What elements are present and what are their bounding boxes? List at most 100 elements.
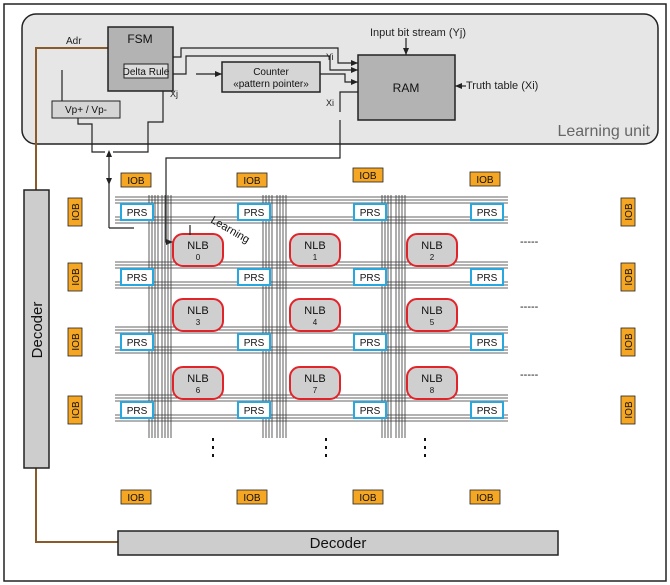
iob-block: IOB (67, 262, 83, 292)
array-feed-arrows (106, 150, 112, 185)
array-feed-wires (108, 155, 134, 229)
prs-switch: PRS (470, 333, 504, 351)
vp-block (51, 100, 121, 119)
iob-label: IOB (359, 493, 377, 504)
prs-switch: PRS (353, 268, 387, 286)
prs-label: PRS (244, 208, 265, 219)
prs-switch: PRS (353, 333, 387, 351)
prs-label: PRS (360, 208, 381, 219)
iob-block: IOB (620, 327, 636, 357)
nlb-label: NLB (421, 373, 442, 385)
hdots-label: ----- (520, 236, 539, 248)
continuation-dots: --------------- (212, 236, 539, 457)
iob-block: IOB (352, 489, 384, 505)
delta-rule-label: Delta Rule (123, 67, 170, 78)
decoder-horizontal (117, 530, 559, 556)
decoder-link-wire (35, 468, 118, 543)
iob-layer: IOB IOB IOB IOB IOB IOB IOB IOB IOB IOB IOB IOB IOB I… (67, 167, 636, 505)
decoder-horizontal-label: Decoder (310, 535, 367, 552)
nlb-index: 6 (196, 386, 201, 395)
prs-switch: PRS (470, 401, 504, 419)
prs-switch: PRS (470, 203, 504, 221)
iob-block: IOB (469, 489, 501, 505)
iob-label: IOB (71, 401, 82, 419)
iob-label: IOB (624, 401, 635, 419)
prs-switch: PRS (120, 203, 154, 221)
adr-wire (35, 47, 108, 190)
nlb-label: NLB (187, 305, 208, 317)
prs-switch: PRS (120, 401, 154, 419)
iob-block: IOB (120, 172, 152, 188)
iob-block: IOB (352, 167, 384, 183)
nlb-label: NLB (187, 240, 208, 252)
nlb-index: 2 (430, 253, 435, 262)
counter-sublabel: «pattern pointer» (233, 79, 309, 90)
nlb-index: 8 (430, 386, 435, 395)
iob-block: IOB (236, 489, 268, 505)
nlb-index: 1 (313, 253, 318, 262)
iob-label: IOB (71, 268, 82, 286)
nlb-index: 7 (313, 386, 318, 395)
iob-label: IOB (476, 175, 494, 186)
prs-switch: PRS (353, 203, 387, 221)
iob-label: IOB (71, 203, 82, 221)
xj-label: Xj (170, 89, 178, 99)
prs-label: PRS (127, 273, 148, 284)
iob-label: IOB (71, 333, 82, 351)
iob-label: IOB (243, 176, 261, 187)
ram-label: RAM (393, 81, 420, 95)
iob-block: IOB (620, 395, 636, 425)
prs-label: PRS (127, 338, 148, 349)
decoder-vertical (23, 189, 50, 469)
nlb-label: NLB (304, 240, 325, 252)
prs-label: PRS (360, 406, 381, 417)
nlb-label: NLB (187, 373, 208, 385)
nlb-index: 3 (196, 318, 201, 327)
nlb-index: 4 (313, 318, 318, 327)
yi-label: Yi (326, 52, 334, 62)
iob-label: IOB (127, 176, 145, 187)
nlb-label: NLB (304, 373, 325, 385)
prs-label: PRS (244, 273, 265, 284)
truth-table-label: Truth table (Xi) (466, 80, 538, 92)
learning-unit-title: Learning unit (557, 123, 650, 140)
iob-label: IOB (624, 203, 635, 221)
vp-label: Vp+ / Vp- (65, 105, 107, 116)
nlb-index: 0 (196, 253, 201, 262)
iob-label: IOB (127, 493, 145, 504)
iob-label: IOB (624, 268, 635, 286)
nlb-index: 5 (430, 318, 435, 327)
iob-block: IOB (120, 489, 152, 505)
prs-label: PRS (477, 406, 498, 417)
iob-block: IOB (469, 171, 501, 187)
prs-label: PRS (244, 338, 265, 349)
prs-layer: PRS PRS PRS PRS PRS PRS PRS PRS PRS PRS PRS PRS PRS P… (120, 203, 504, 419)
prs-label: PRS (360, 338, 381, 349)
fsm-block (107, 26, 174, 92)
iob-block: IOB (67, 197, 83, 227)
prs-label: PRS (127, 406, 148, 417)
nlb-label: NLB (304, 305, 325, 317)
prs-switch: PRS (120, 333, 154, 351)
prs-switch: PRS (237, 268, 271, 286)
prs-label: PRS (360, 273, 381, 284)
iob-block: IOB (67, 327, 83, 357)
input-stream-label: Input bit stream (Yj) (370, 27, 466, 39)
adr-label: Adr (66, 36, 82, 47)
prs-switch: PRS (353, 401, 387, 419)
nlb-label: NLB (421, 240, 442, 252)
iob-block: IOB (67, 395, 83, 425)
fsm-label: FSM (127, 32, 152, 46)
delta-rule-block (123, 63, 169, 79)
nlb-label: NLB (421, 305, 442, 317)
prs-label: PRS (127, 208, 148, 219)
iob-block: IOB (620, 197, 636, 227)
